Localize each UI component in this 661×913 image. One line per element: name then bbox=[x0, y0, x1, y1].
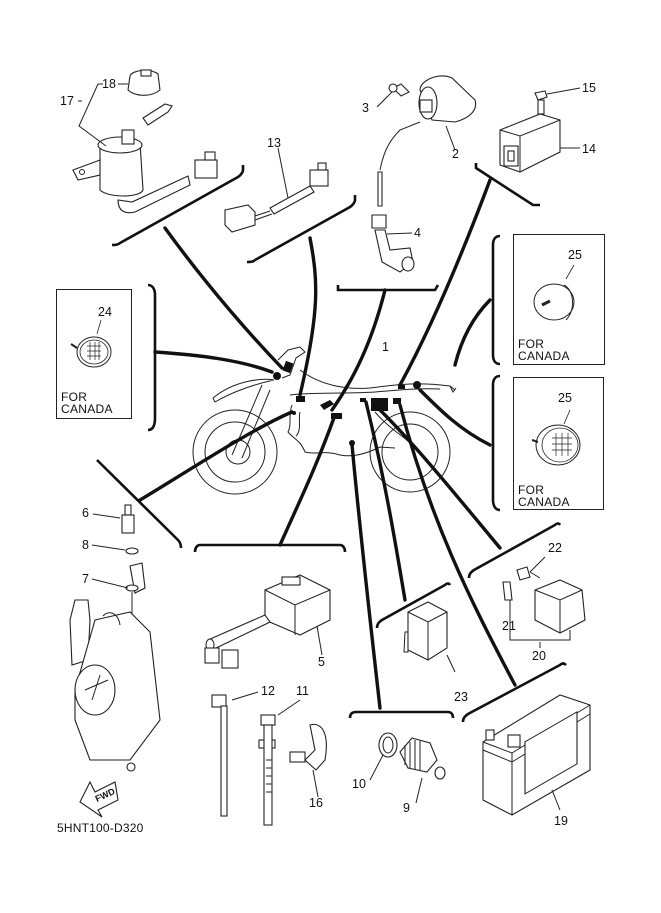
callout-18: 18 bbox=[102, 77, 116, 91]
callout-22: 22 bbox=[548, 541, 562, 555]
callout-24: 24 bbox=[98, 305, 112, 319]
canada-note-line1: FOR bbox=[61, 390, 88, 404]
callout-3: 3 bbox=[362, 101, 369, 115]
canada-inset-reflector-25-bottom: 25 FOR CANADA bbox=[513, 377, 604, 510]
callout-11: 11 bbox=[296, 684, 309, 698]
callout-25-top: 25 bbox=[568, 248, 582, 262]
reflector-icon bbox=[533, 264, 575, 321]
reflector-icon bbox=[531, 409, 581, 466]
callout-16: 16 bbox=[309, 796, 323, 810]
callout-13: 13 bbox=[267, 136, 281, 150]
callout-5: 5 bbox=[318, 655, 325, 669]
callout-6: 6 bbox=[82, 506, 89, 520]
canada-note-line2: CANADA bbox=[61, 402, 113, 416]
callout-9: 9 bbox=[403, 801, 410, 815]
callout-17: 17 bbox=[60, 94, 74, 108]
callout-12: 12 bbox=[261, 684, 275, 698]
canada-note-line2: CANADA bbox=[518, 349, 570, 363]
callout-8: 8 bbox=[82, 538, 89, 552]
callout-1: 1 bbox=[382, 340, 389, 354]
canada-inset-reflector-24: 24 FOR CANADA bbox=[56, 289, 132, 419]
lead-wire-illustration bbox=[224, 147, 329, 233]
carburetor-illustration bbox=[69, 504, 161, 772]
leader-lines bbox=[138, 178, 517, 710]
regulator-illustration bbox=[499, 87, 581, 173]
starter-relay-illustration bbox=[502, 556, 586, 648]
callout-23: 23 bbox=[454, 690, 468, 704]
ignition-coil-illustration bbox=[371, 75, 477, 273]
callout-2: 2 bbox=[452, 147, 459, 161]
callout-14: 14 bbox=[582, 142, 596, 156]
reflector-icon bbox=[70, 319, 112, 368]
callout-7: 7 bbox=[82, 572, 89, 586]
group-brackets bbox=[96, 163, 567, 723]
motorcycle-outline bbox=[192, 346, 457, 495]
callout-20: 20 bbox=[532, 649, 546, 663]
main-switch-illustration bbox=[72, 69, 218, 214]
fwd-arrow-icon bbox=[79, 780, 119, 818]
callout-15: 15 bbox=[582, 81, 596, 95]
callout-10: 10 bbox=[352, 777, 366, 791]
callout-21: 21 bbox=[502, 619, 516, 633]
cdi-unit-illustration bbox=[204, 574, 331, 669]
callout-4: 4 bbox=[414, 226, 421, 240]
callout-25-bottom: 25 bbox=[558, 391, 572, 405]
cable-ties-illustration bbox=[211, 691, 327, 826]
relay-illustration bbox=[403, 601, 456, 673]
canada-note-line1: FOR bbox=[518, 483, 545, 497]
diagram-code: 5HNT100-D320 bbox=[57, 821, 144, 835]
battery-illustration bbox=[482, 694, 591, 816]
switch-illustration bbox=[369, 732, 446, 804]
canada-note-line1: FOR bbox=[518, 337, 545, 351]
canada-inset-reflector-25-top: 25 FOR CANADA bbox=[513, 234, 605, 365]
canada-note-line2: CANADA bbox=[518, 495, 570, 509]
callout-19: 19 bbox=[554, 814, 568, 828]
